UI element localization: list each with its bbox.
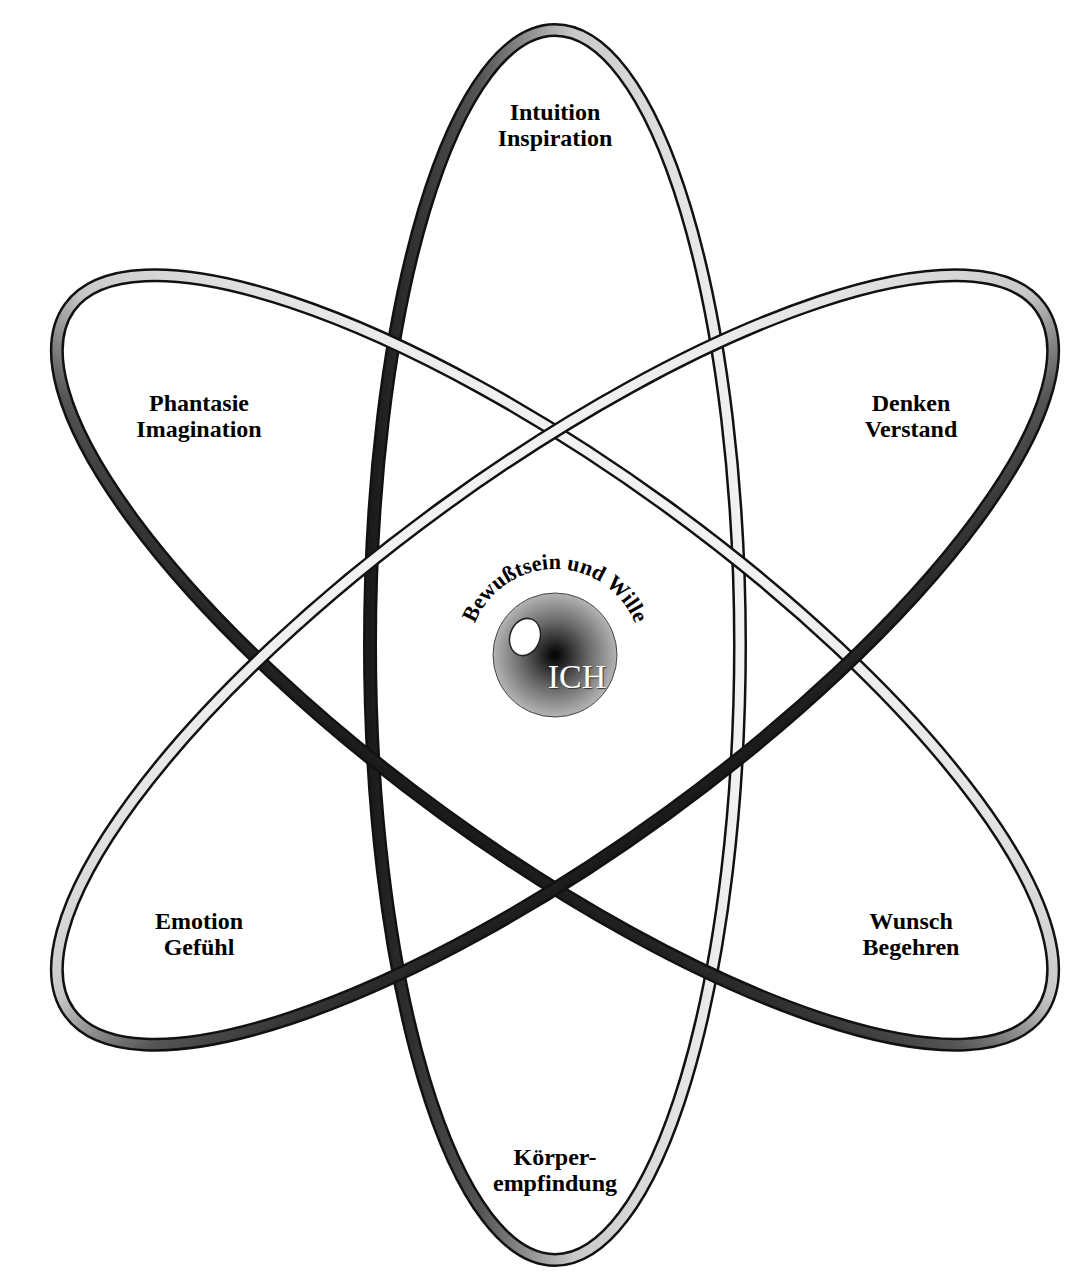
- sphere-highlight: [504, 614, 545, 660]
- orbit-label: Denken Verstand: [865, 390, 957, 443]
- sphere-shape: Bewußtsein und Wille: [425, 525, 685, 785]
- orbit-label: Phantasie Imagination: [136, 390, 261, 443]
- orbit-label: Emotion Gefühl: [155, 908, 243, 961]
- diagonal-orbit: [0, 154, 1082, 1167]
- sphere-heading: Bewußtsein und Wille: [457, 549, 654, 626]
- sphere-body: [493, 593, 617, 717]
- ich-sphere: Bewußtsein und WilleICH: [493, 593, 617, 717]
- orbit-label: Intuition Inspiration: [498, 99, 613, 152]
- sphere-label: ICH: [548, 660, 607, 694]
- diagonal-orbit: [0, 154, 1082, 1167]
- vertical-orbit: [370, 30, 740, 1260]
- orbit-label: Körper- empfindung: [493, 1144, 617, 1197]
- orbit-label: Wunsch Begehren: [863, 908, 960, 961]
